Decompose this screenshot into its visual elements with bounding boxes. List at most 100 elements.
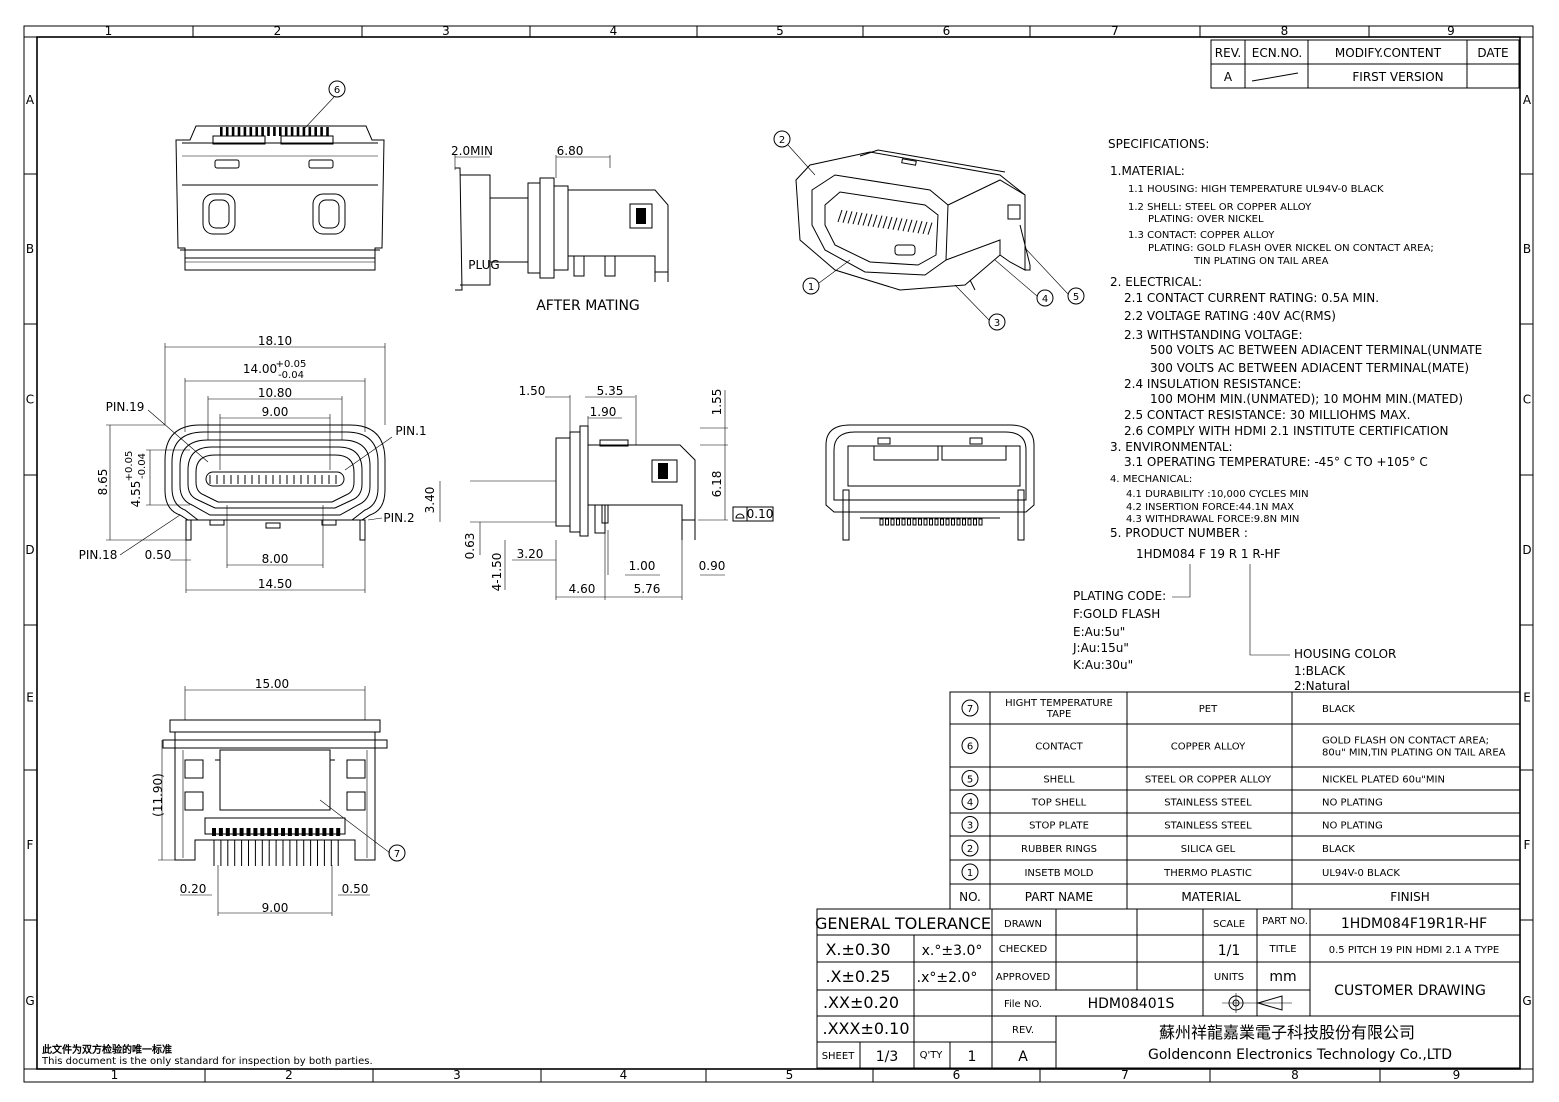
qty-value: 1 bbox=[968, 1049, 977, 1065]
customer-drawing: CUSTOMER DRAWING bbox=[1334, 983, 1486, 999]
pin-pad bbox=[232, 828, 237, 836]
contact bbox=[962, 518, 966, 526]
contact bbox=[923, 518, 928, 526]
contact bbox=[917, 221, 923, 234]
balloon-6 bbox=[328, 80, 346, 98]
pin-pad bbox=[281, 828, 285, 836]
spec-line: 2.6 COMPLY WITH HDMI 2.1 INSTITUTE CERTI… bbox=[1124, 424, 1449, 438]
contact bbox=[902, 218, 908, 232]
balloon-4-label: 4 bbox=[1042, 294, 1048, 305]
pin-1-label: PIN.1 bbox=[395, 424, 426, 438]
spec-line: 4.1 DURABILITY :10,000 CYCLES MIN bbox=[1126, 489, 1309, 500]
dim-14-00: 14.00 bbox=[243, 362, 277, 376]
iso-contacts bbox=[837, 209, 933, 235]
pin-pad bbox=[260, 828, 265, 836]
contact bbox=[837, 209, 843, 223]
contact bbox=[901, 518, 906, 526]
bom-material: STEEL OR COPPER ALLOY bbox=[1145, 775, 1272, 786]
grid-col-bottom: 6 bbox=[953, 1068, 961, 1082]
pin-tail bbox=[231, 127, 235, 136]
grid-row-left: B bbox=[26, 242, 34, 256]
bom-balloon bbox=[961, 816, 979, 833]
bom-material: COPPER ALLOY bbox=[1171, 742, 1246, 753]
pin-2-label: PIN.2 bbox=[383, 511, 414, 525]
contact bbox=[907, 219, 913, 232]
dim-11-90: (11.90) bbox=[151, 773, 165, 817]
housing-color: 2:Natural bbox=[1294, 679, 1350, 693]
flatness-frame bbox=[732, 506, 774, 522]
bom-part-name: TAPE bbox=[1046, 709, 1072, 720]
pin-tail bbox=[326, 127, 329, 136]
bom-no: 6 bbox=[967, 742, 973, 753]
front-main-view: 18.10 14.00 +0.05 -0.04 10.80 9.00 8.65 … bbox=[79, 334, 427, 593]
dim-0-90: 0.90 bbox=[699, 559, 726, 573]
spec-line: 300 VOLTS AC BETWEEN ADIACENT TERMINAL(M… bbox=[1150, 361, 1469, 375]
dim-3-20: 3.20 bbox=[517, 547, 544, 561]
contact bbox=[879, 518, 884, 526]
dim-4-60: 4.60 bbox=[569, 582, 596, 596]
pin-19-label: PIN.19 bbox=[106, 400, 145, 414]
balloon-5-label: 5 bbox=[1073, 292, 1079, 303]
pin-pad bbox=[246, 828, 251, 836]
contact bbox=[842, 210, 848, 223]
dim-1-50: 1.50 bbox=[519, 384, 546, 398]
dim-14-00-tol-minus: -0.04 bbox=[278, 370, 304, 381]
title-label: TITLE bbox=[1268, 944, 1296, 955]
file-no-value: HDM08401S bbox=[1088, 996, 1175, 1012]
dim-15-00: 15.00 bbox=[255, 677, 289, 691]
grid-row-right: F bbox=[1524, 838, 1531, 852]
dim-18-10: 18.10 bbox=[258, 334, 292, 348]
grid-row-left: D bbox=[25, 543, 34, 557]
contact bbox=[877, 215, 883, 228]
pin-pad bbox=[287, 828, 292, 836]
contact bbox=[892, 217, 898, 230]
spec-line: PLATING: GOLD FLASH OVER NICKEL ON CONTA… bbox=[1148, 243, 1434, 254]
dim-3-40: 3.40 bbox=[423, 487, 437, 514]
dim-1-55: 1.55 bbox=[710, 389, 724, 416]
bom-material: STAINLESS STEEL bbox=[1164, 821, 1252, 832]
pin-tail bbox=[302, 127, 306, 136]
bom-header: PART NAME bbox=[1025, 890, 1093, 904]
pin-tail bbox=[249, 127, 253, 136]
bom-material: STAINLESS STEEL bbox=[1164, 798, 1252, 809]
scale-value: 1/1 bbox=[1218, 943, 1241, 959]
spec-line: 4. MECHANICAL: bbox=[1110, 474, 1192, 485]
frame-grid-ticks bbox=[23, 25, 1534, 1083]
grid-col-top: 3 bbox=[442, 24, 450, 38]
pin-pad bbox=[315, 828, 320, 836]
rev-ecn-dash bbox=[1251, 72, 1299, 82]
pin-pad bbox=[322, 828, 327, 836]
grid-col-top: 9 bbox=[1447, 24, 1455, 38]
rev-header-modify: MODIFY.CONTENT bbox=[1335, 46, 1442, 60]
grid-col-bottom: 4 bbox=[620, 1068, 628, 1082]
qty-label: Q'TY bbox=[920, 1050, 944, 1061]
dim-4-55: 4.55 bbox=[129, 481, 143, 508]
isometric-view: 2 1 3 4 5 bbox=[773, 130, 1085, 331]
bom-finish: NO PLATING bbox=[1322, 798, 1383, 809]
spec-line: 2.2 VOLTAGE RATING :40V AC(RMS) bbox=[1124, 309, 1336, 323]
spec-line: PLATING: OVER NICKEL bbox=[1148, 214, 1264, 225]
pin-tail bbox=[296, 127, 300, 136]
dim-14-50: 14.50 bbox=[258, 577, 292, 591]
pin-pad bbox=[253, 828, 258, 836]
file-no-label: File NO. bbox=[1004, 999, 1042, 1010]
contact bbox=[967, 518, 972, 526]
pin-pad bbox=[301, 828, 306, 836]
pin-pad bbox=[274, 828, 279, 836]
bom-material: PET bbox=[1199, 704, 1218, 715]
tol-x1: .X±0.25 bbox=[825, 967, 890, 986]
contact bbox=[934, 518, 939, 526]
contact bbox=[867, 214, 873, 227]
bottom-pin-row bbox=[212, 828, 341, 866]
tol-x2: .XX±0.20 bbox=[823, 993, 899, 1012]
pin-tail bbox=[267, 127, 270, 136]
bom-no: 7 bbox=[967, 704, 973, 715]
rev-value: A bbox=[1224, 70, 1233, 84]
bom-no: 5 bbox=[967, 775, 973, 786]
ang-tol-2: .x°±2.0° bbox=[917, 970, 978, 986]
pin-pad bbox=[267, 828, 272, 836]
